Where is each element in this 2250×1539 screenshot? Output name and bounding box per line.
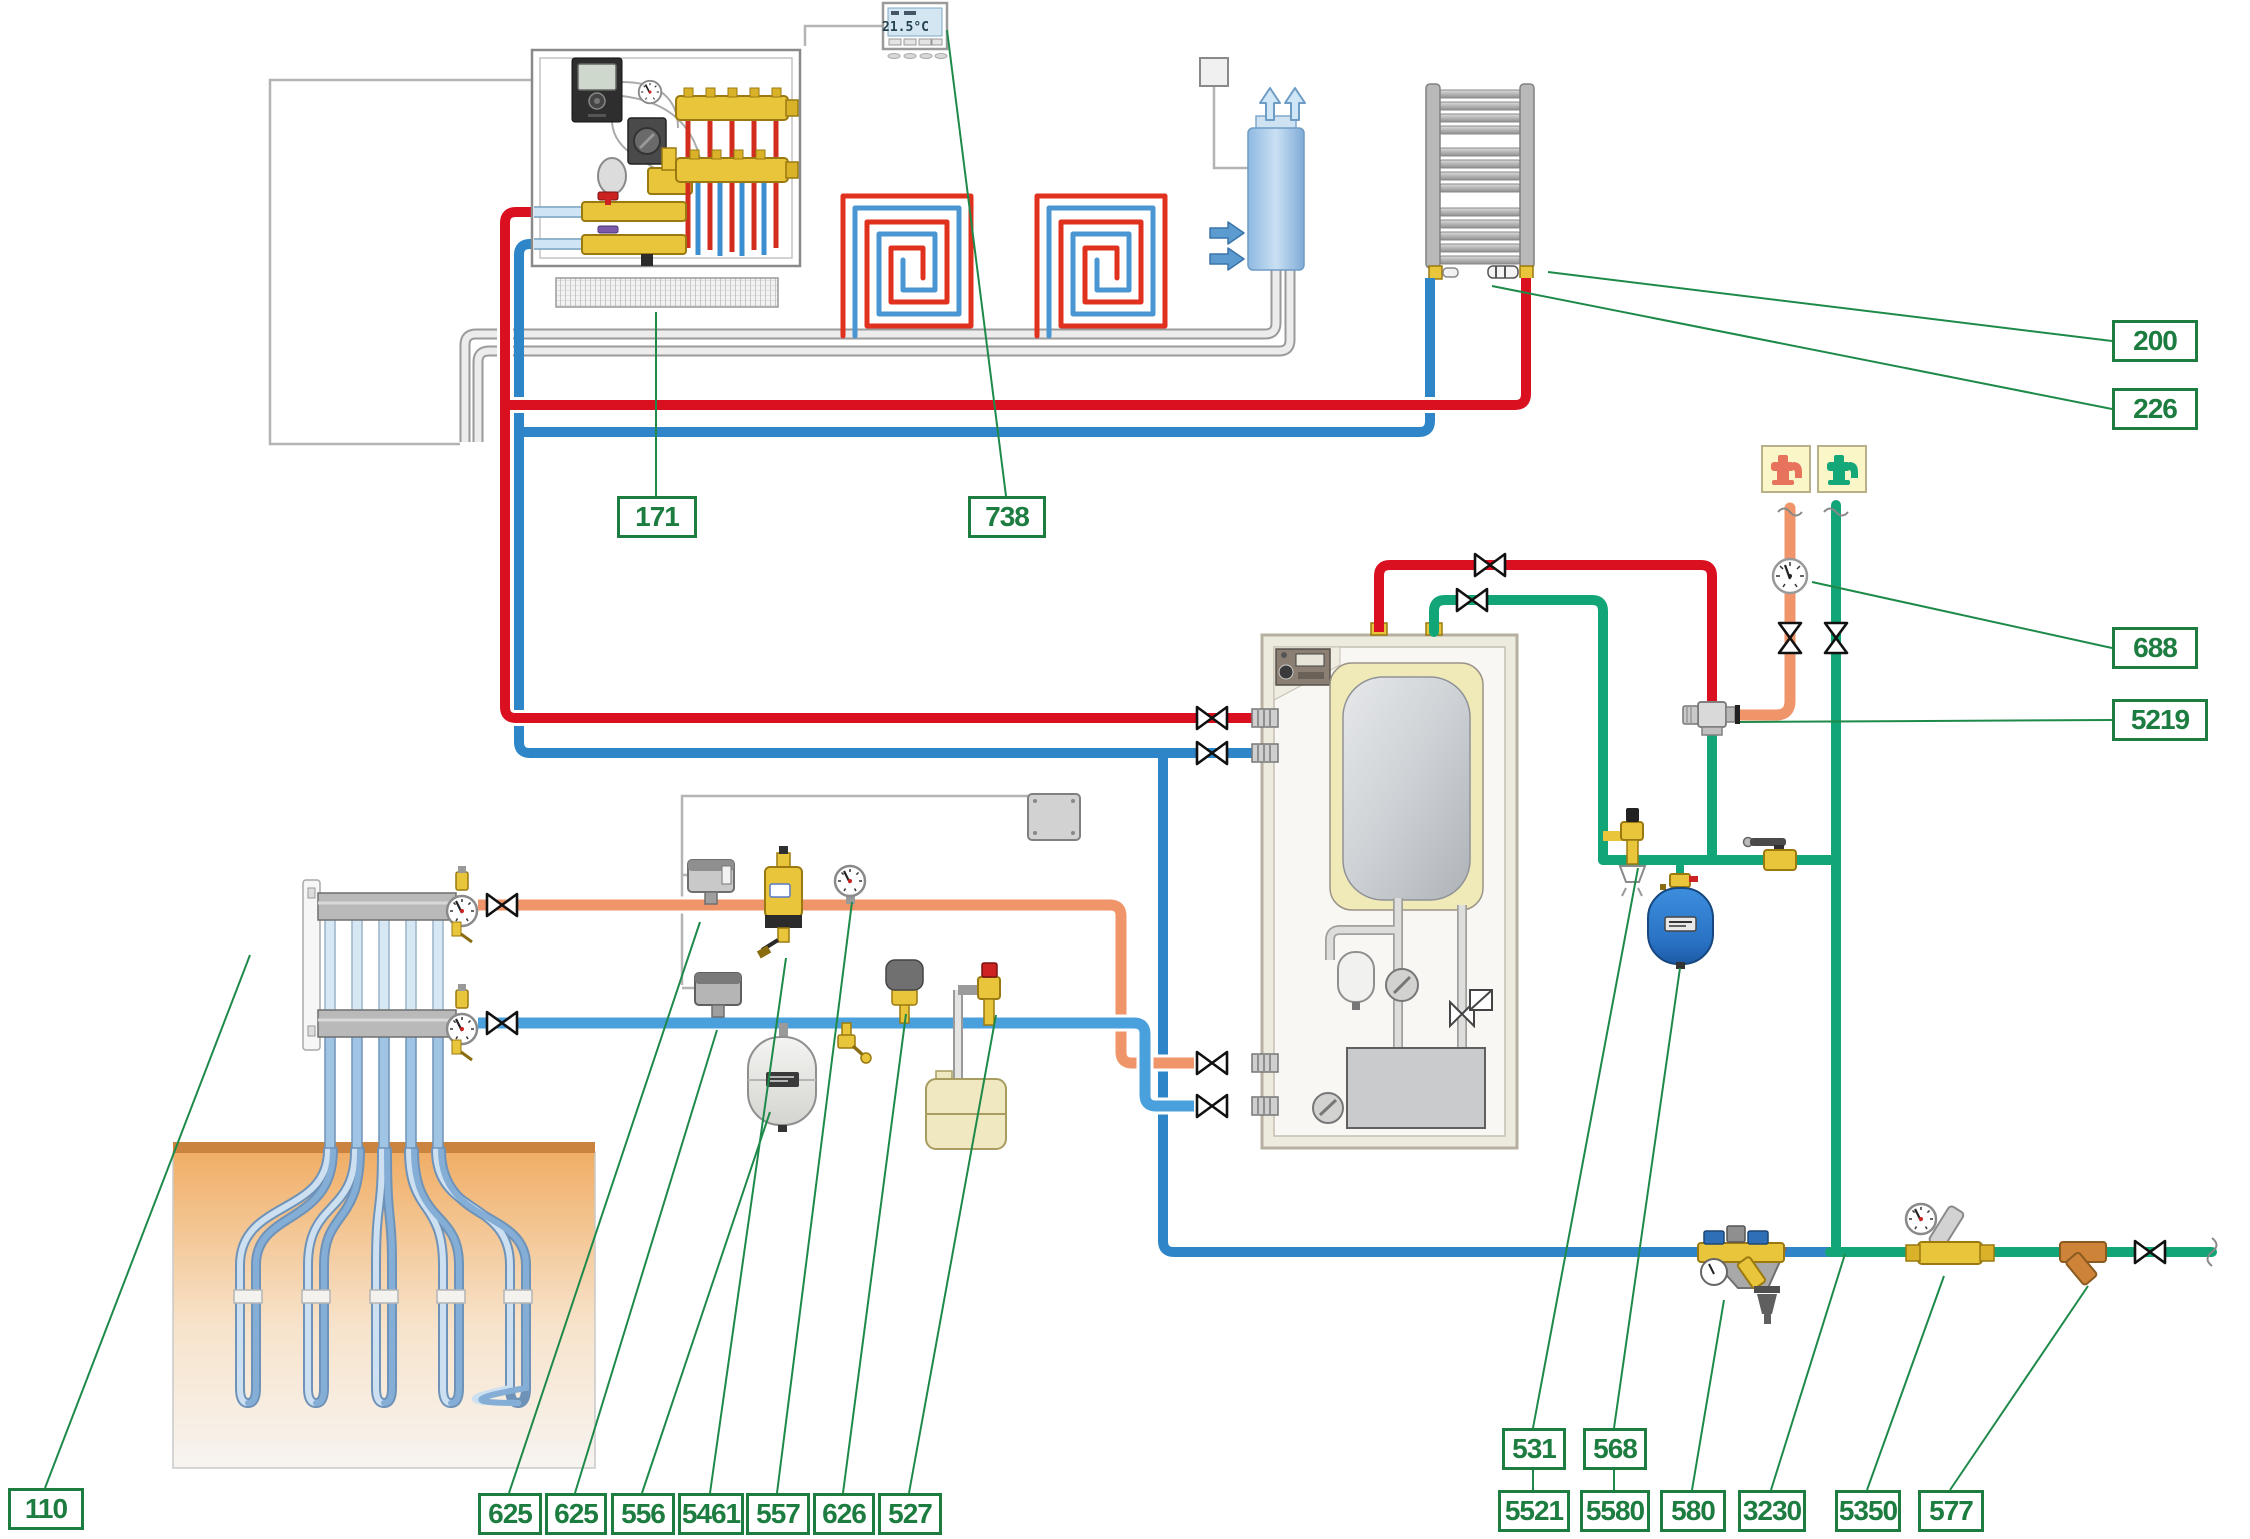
callout-5219: 5219 [2112,699,2208,741]
air-unit [1199,57,1306,271]
geo-manifold [302,866,519,1149]
callout-738: 738 [968,496,1046,538]
storage-tank-unit [1260,622,1519,1150]
flow-switch-625-b [694,972,742,1018]
main-shutoff-valve [2133,1239,2167,1265]
cold-faucet-icon [1817,445,1867,493]
flow-switch-625-a [687,859,735,905]
callout-531: 531 [1502,1428,1566,1470]
callout-568: 568 [1583,1428,1647,1470]
callout-171: 171 [617,496,697,538]
wall-grille [555,277,779,308]
callout-226: 226 [2112,388,2198,430]
callout-557: 557 [746,1493,810,1535]
control-wiring [268,24,1248,990]
callout-5350: 5350 [1835,1490,1901,1532]
callout-leaders [44,29,2113,1494]
pipe-source-warm [478,896,1194,1072]
expansion-vessel-568 [1647,860,1714,969]
callout-688: 688 [2112,627,2198,669]
callout-200: 200 [2112,320,2198,362]
pipe-cold-main [1429,500,2217,1257]
vessel-valve-5521 [1669,873,1691,888]
cabinet-pump [627,117,667,165]
callout-625-b: 625 [545,1493,607,1535]
callout-580: 580 [1660,1490,1726,1532]
pipe-fill-line [1158,748,1837,1257]
temperature-gauge-688 [1771,557,1809,595]
dhw-hot-valve [1473,552,1507,578]
cold-tap-valve [1823,621,1849,655]
callout-577: 577 [1918,1490,1984,1532]
hot-tap-valve [1777,621,1803,655]
pipe-mixed-dhw [1718,502,1796,721]
safety-valve-527 [925,962,1007,1150]
cabinet-manifold-return [675,149,799,256]
callout-527: 527 [878,1493,942,1535]
pipe-source-cold [478,1014,1194,1115]
airflow-up-icon [1259,87,1306,121]
thermostatic-mixing-valve-5219 [1682,701,1740,736]
pressure-switch-626 [885,959,924,1024]
callout-3230: 3230 [1738,1490,1806,1532]
junction-box [1027,793,1081,841]
hot-faucet-icon [1761,445,1811,493]
cabinet-lower-manifolds [534,191,687,266]
cabinet-gauge [637,79,663,105]
distribution-cabinet-171 [530,48,802,268]
callout-625-a: 625 [478,1493,542,1535]
geo-manifold-bottom [317,984,479,1062]
tank-3way-valve [1449,989,1493,1029]
ball-valve-cold-line [1742,836,1797,871]
drain-valve [837,1022,872,1064]
strainer-577 [2059,1241,2107,1286]
callout-5580: 5580 [1580,1490,1650,1532]
backflow-preventer-group-580 [1697,1225,1788,1324]
floor-coil-1 [840,193,974,339]
safety-relief-group-531 [1603,808,1647,897]
neutral-distribution-pipes [459,270,1296,442]
pipe-heating-flow [497,204,1534,726]
room-thermostat-738: 21.5°C [881,1,949,59]
pipe-dhw-hot [1374,560,1717,702]
callout-626: 626 [813,1493,875,1535]
tank-internals [1312,898,1493,1129]
ground-loop-boreholes [233,1145,533,1408]
geo-manifold-top [317,866,479,944]
cabinet-controller [571,57,623,123]
radiator-valve-left [1428,265,1459,280]
dirt-separator-5461 [756,846,803,959]
expansion-vessel-556 [747,1023,817,1132]
pressure-reducer-5350 [1904,1202,1995,1265]
thermostat-reading: 21.5°C [882,20,929,35]
pipe-breaks [1777,507,2218,1267]
callout-5521: 5521 [1498,1490,1570,1532]
neutralizer-canister [925,1070,1007,1150]
cold-inlet-valve [1455,587,1489,613]
callout-110: 110 [8,1488,84,1530]
callout-5461: 5461 [678,1493,744,1535]
tank-control-panel [1275,648,1331,686]
borehole-collars [233,1289,533,1304]
floor-coil-2 [1034,193,1168,339]
cabinet-air-separator [597,157,627,195]
radiator-thermostatic-valve [1487,265,1534,280]
callout-556: 556 [611,1493,675,1535]
room-sensor [1199,57,1229,87]
pressure-gauge-557 [833,864,867,904]
airflow-in-icon [1209,221,1245,271]
pipe-heating-return [514,239,1435,758]
towel-radiator [1425,83,1535,280]
